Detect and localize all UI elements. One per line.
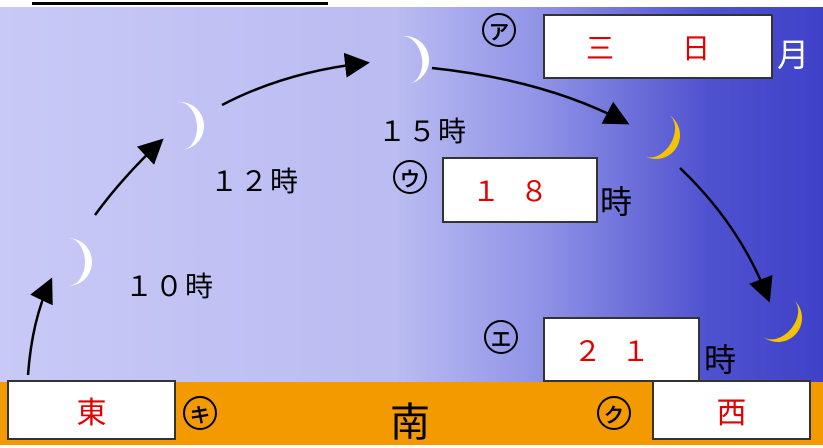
time-label-10: １０時 xyxy=(125,270,216,303)
unit-u: 時 xyxy=(600,183,633,221)
east-box: 東 xyxy=(7,380,176,440)
answer-box-a: 三 日 xyxy=(543,14,773,79)
crescent-moon-icon xyxy=(68,238,92,286)
mark-a: ア xyxy=(482,13,516,47)
arrow-3 xyxy=(221,52,370,107)
mark-ku: ク xyxy=(597,396,631,430)
mark-ki: キ xyxy=(183,396,217,430)
header-underline xyxy=(32,2,328,5)
south-label: 南 xyxy=(390,400,430,446)
crescent-moon-icon xyxy=(400,32,433,84)
crescent-moon-icon xyxy=(177,99,207,150)
unit-a: 月 xyxy=(777,36,810,74)
arrow-5 xyxy=(679,167,773,303)
west-box: 西 xyxy=(652,380,811,440)
arrow-4 xyxy=(431,66,630,125)
time-label-12: １２時 xyxy=(210,165,301,198)
crescent-moon-icon xyxy=(644,114,689,168)
answer-box-e: ２１ xyxy=(543,317,700,382)
mark-u: ウ xyxy=(393,160,427,194)
answer-box-u: １８ xyxy=(442,157,598,223)
mark-e: エ xyxy=(484,320,518,354)
arrow-1 xyxy=(26,277,53,376)
arrow-2 xyxy=(93,138,164,216)
crescent-moon-icon xyxy=(762,299,812,352)
time-label-15: １５時 xyxy=(378,115,469,148)
unit-e: 時 xyxy=(704,341,737,379)
